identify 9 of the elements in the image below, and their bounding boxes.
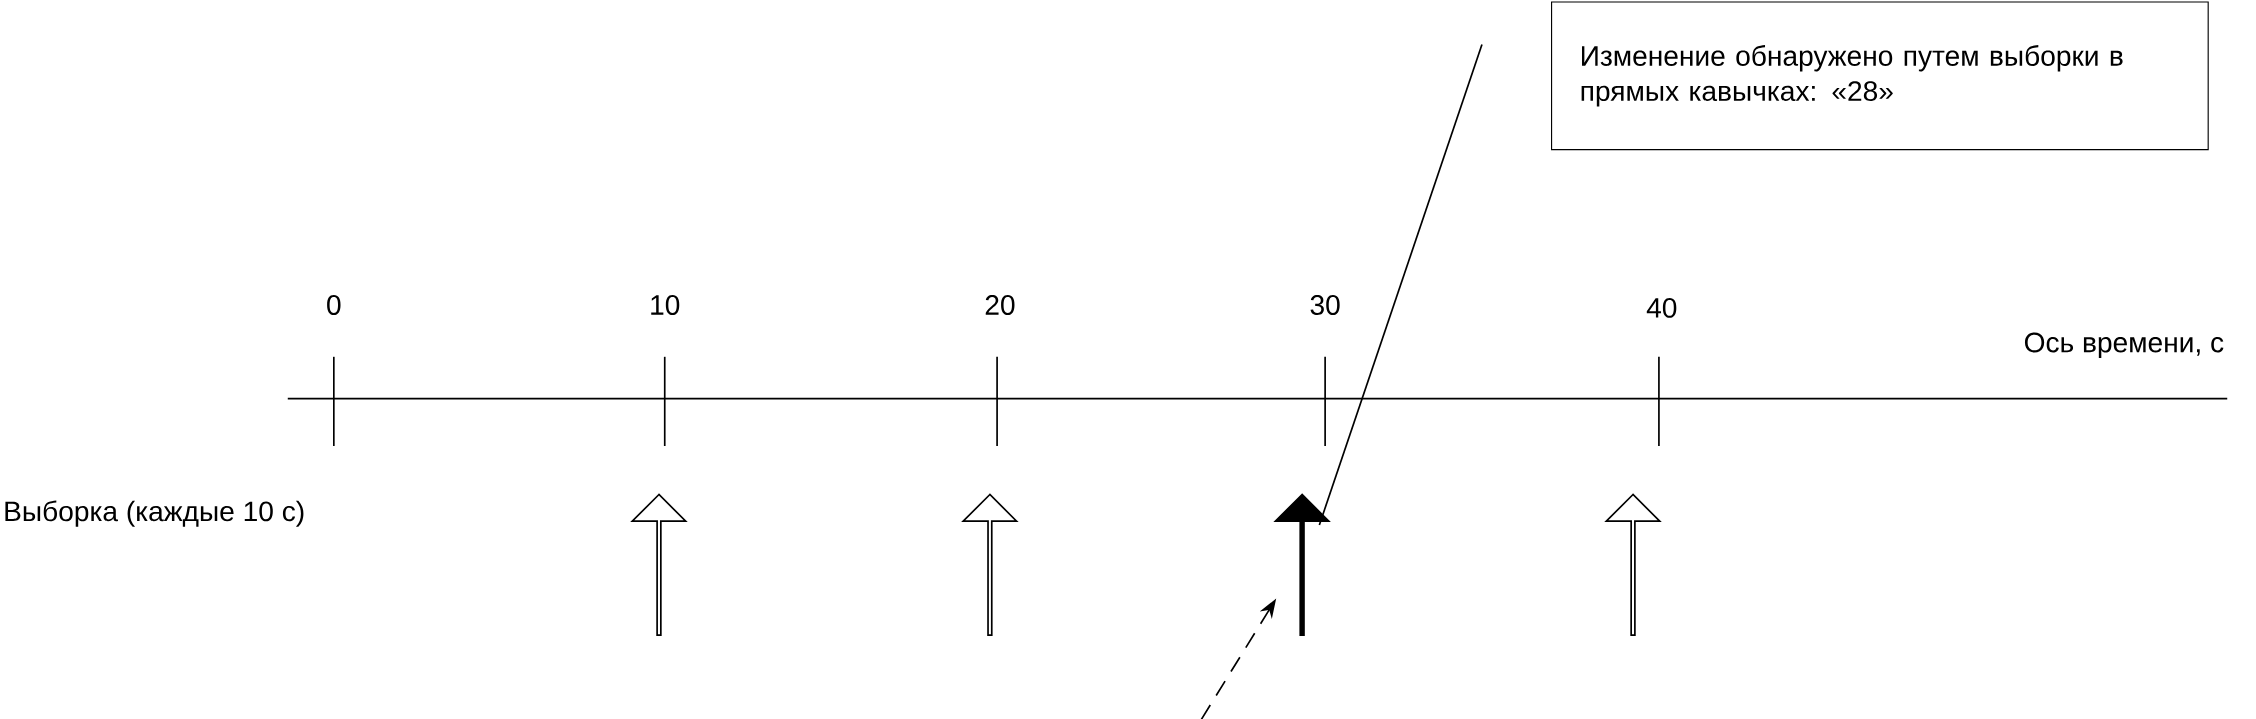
tick-label: 40 [1646, 297, 1677, 318]
tick-label: 30 [1310, 294, 1340, 315]
tick-label: 10 [651, 294, 680, 315]
tick-label: 0 [327, 294, 341, 315]
row-label: Выборка (каждые 10 с) [5, 500, 304, 527]
tick-label: 20 [985, 294, 1015, 315]
axis-label: Ось времени, с [2024, 332, 2224, 358]
callout-box: Изменение обнаружено путем выборки в прямых кавычках: «28» [1551, 1, 2209, 150]
leader-line [1318, 43, 1483, 526]
